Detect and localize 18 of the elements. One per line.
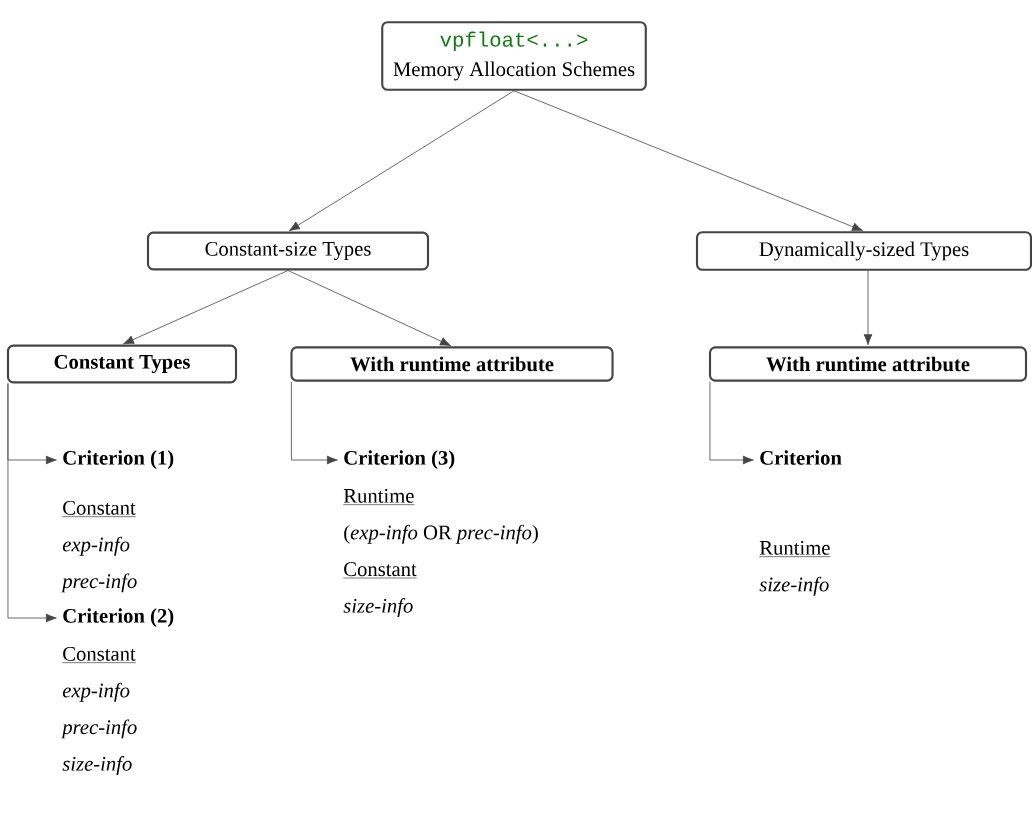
criterion-list: Criterion (1) Constant exp-info prec-info <box>61 450 174 593</box>
arrow <box>863 270 873 346</box>
category-box: With runtime attribute <box>708 346 1028 382</box>
criterion-list: Criterion (2) Constant exp-info prec-info size-info <box>61 608 174 775</box>
arrow <box>288 90 515 232</box>
category-box: Constant Types <box>6 344 238 384</box>
arrow <box>513 90 863 231</box>
category-box: Constant-size Types <box>146 231 430 271</box>
category-box: With runtime attribute <box>290 346 614 382</box>
arrow <box>7 383 57 623</box>
arrow <box>709 381 754 465</box>
arrow <box>123 270 289 345</box>
category-box: vpfloat<...> Memory Allocation Schemes <box>381 21 647 91</box>
criterion-list: Criterion (3) Runtime (exp-info OR prec-info) Constant size-info <box>343 450 538 617</box>
arrow <box>287 270 451 346</box>
category-box: Dynamically-sized Types <box>695 231 1032 271</box>
criterion-list: Criterion Runtime size-info <box>759 450 842 596</box>
arrow <box>291 381 338 465</box>
